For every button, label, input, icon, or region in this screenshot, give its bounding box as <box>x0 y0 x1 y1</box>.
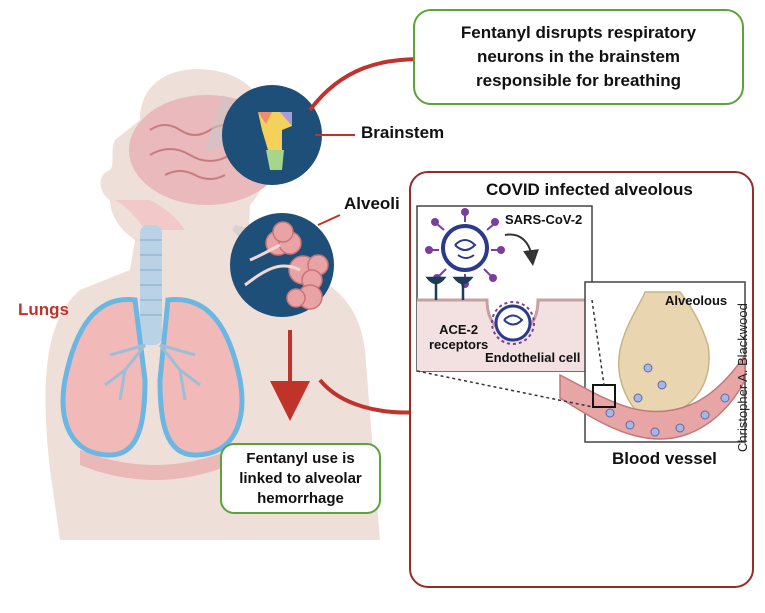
hemorrhage-line: hemorrhage <box>257 489 344 507</box>
brainstem-effect-box: Fentanyl disrupts respiratory neurons in… <box>413 9 744 105</box>
alveoli-label: Alveoli <box>344 194 400 213</box>
brainstem-circle <box>222 85 322 185</box>
ace2-receptors <box>425 276 474 300</box>
brainstem-effect-line: Fentanyl disrupts respiratory <box>460 23 697 42</box>
covid-panel-title: COVID infected alveolous <box>486 180 693 199</box>
alveolous-label: Alveolous <box>665 293 728 308</box>
ace2-label: ACE-2 receptors <box>429 322 489 352</box>
hemorrhage-line: linked to alveolar <box>239 469 362 487</box>
hemorrhage-box: Fentanyl use is linked to alveolar hemor… <box>220 443 381 514</box>
covid-panel <box>409 171 754 588</box>
brainstem-effect-line: neurons in the brainstem <box>476 47 681 66</box>
right-lung <box>157 297 245 458</box>
blood-vessel-label: Blood vessel <box>612 449 717 468</box>
blood-vessel <box>559 352 746 440</box>
alveoli-circle <box>230 213 334 317</box>
brainstem-effect-line: responsible for breathing <box>476 71 681 90</box>
author-credit: Christopher A. Blackwood <box>735 303 750 452</box>
sars-virion <box>425 208 505 288</box>
sars-label: SARS-CoV-2 <box>505 212 583 227</box>
left-lung <box>60 297 148 458</box>
endothelial-label: Endothelial cell <box>485 350 581 365</box>
brainstem-label: Brainstem <box>361 123 445 142</box>
lungs-label: Lungs <box>18 300 69 319</box>
hemorrhage-line: Fentanyl use is <box>246 449 355 467</box>
